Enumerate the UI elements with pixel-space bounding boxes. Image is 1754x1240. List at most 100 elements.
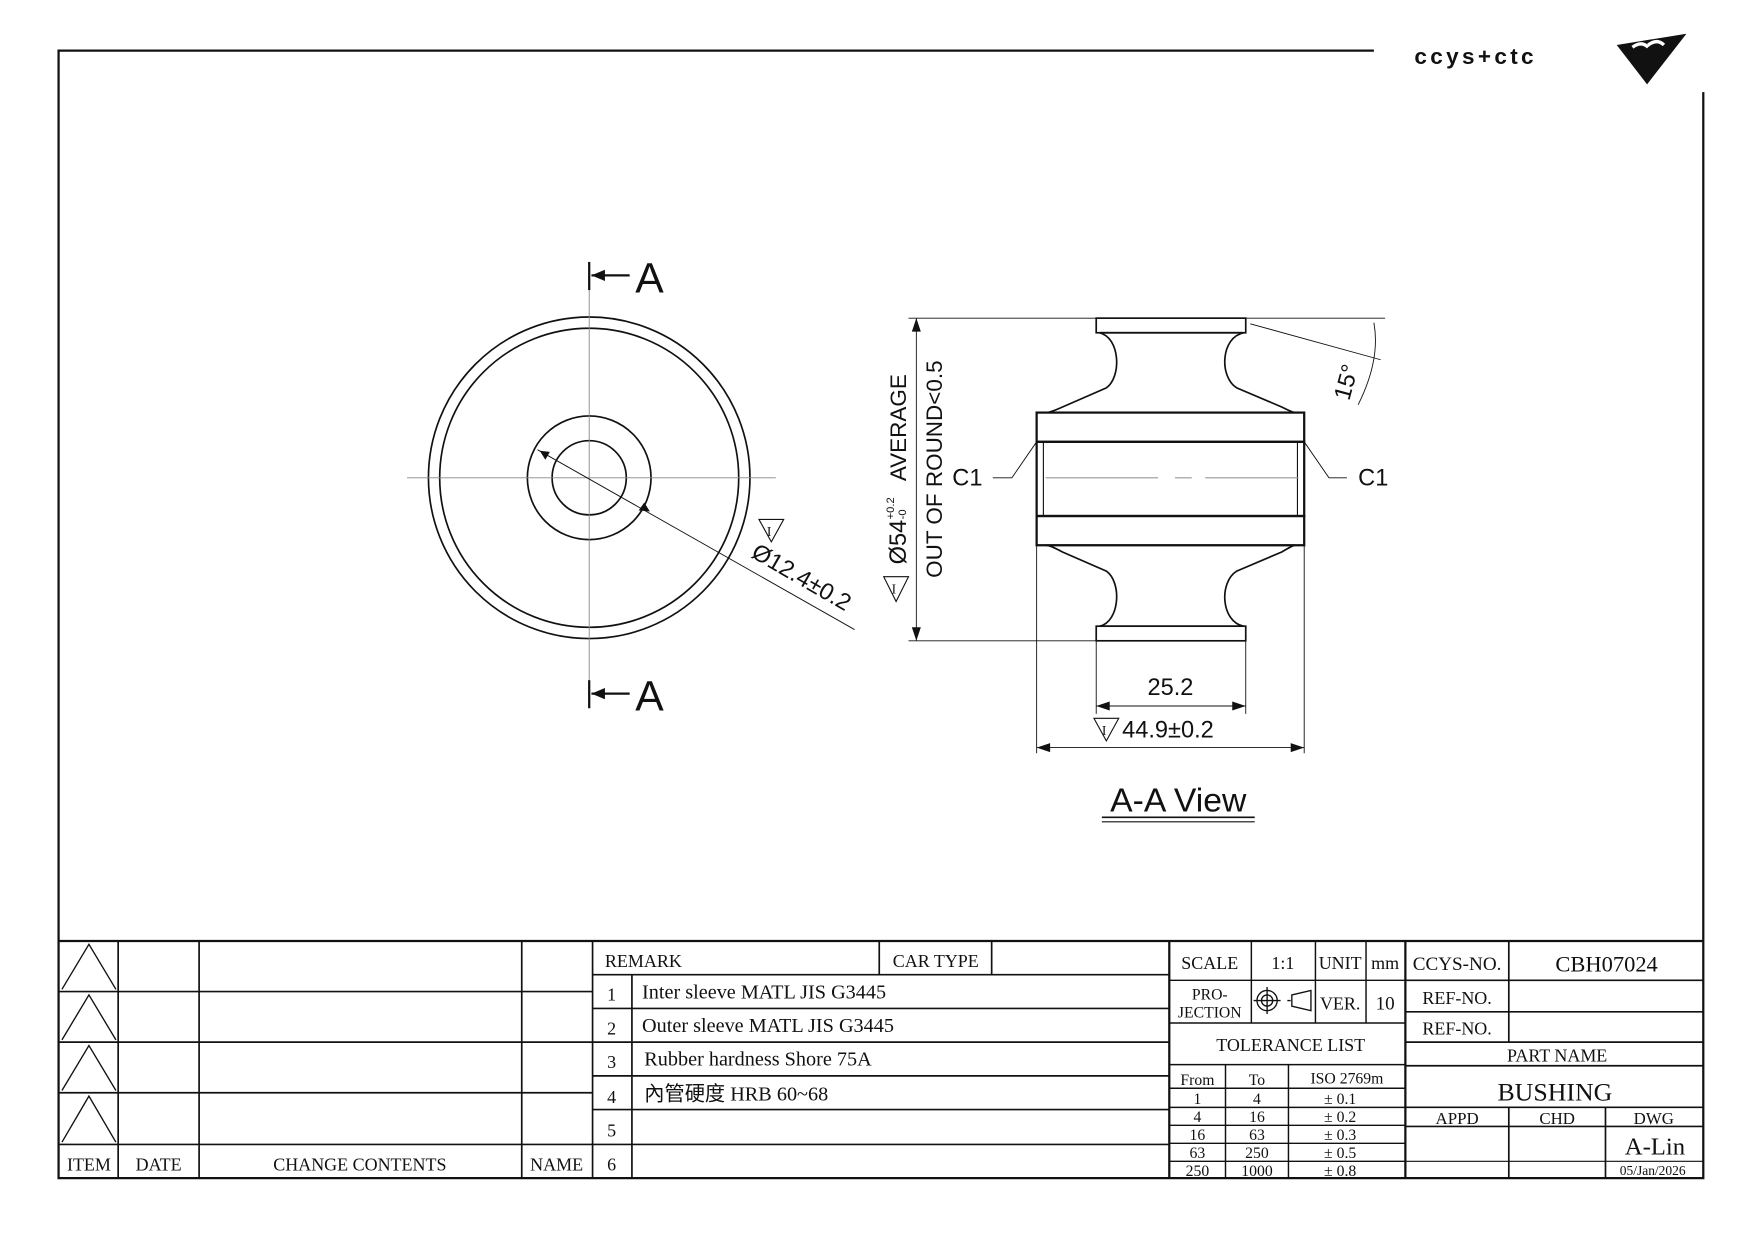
label-text: PRO-: [1192, 986, 1228, 1003]
label-text: mm: [1371, 953, 1399, 973]
label-text: 1: [607, 985, 616, 1005]
label-text: UNIT: [1319, 953, 1362, 973]
remark-rows: 1 Inter sleeve MATL JIS G3445 2 Outer sl…: [607, 981, 894, 1174]
title-block: ITEM DATE CHANGE CONTENTS NAME REMARK CA…: [58, 939, 1704, 1180]
label-text: SCALE: [1181, 953, 1238, 973]
drawing-line: OUT OF ROUND<0.5: [922, 360, 947, 577]
label-text: 63: [1190, 1145, 1206, 1162]
drawing-line: AVERAGE: [886, 374, 911, 481]
label-text: CHD: [1539, 1109, 1575, 1128]
surface-symbol: I: [758, 518, 785, 544]
drawing-line: [61, 943, 117, 1143]
label-text: 1: [1193, 1091, 1201, 1108]
drawing-line: [591, 269, 605, 282]
front-view: A A Ø12.4±0.2 I: [407, 254, 855, 720]
drawing-line: [1035, 440, 1306, 518]
section-title: A-A View: [1110, 782, 1247, 820]
drawing-line: [1035, 411, 1306, 443]
label-text: 16: [1190, 1127, 1206, 1144]
label-text: PART NAME: [1507, 1045, 1607, 1065]
label-text: DATE: [136, 1154, 182, 1174]
label-text: 4: [1193, 1109, 1201, 1126]
label-text: I: [892, 582, 897, 597]
label-text: CAR TYPE: [893, 951, 979, 971]
sheet-border: [57, 49, 1705, 1180]
label-text: REF-NO.: [1422, 1018, 1491, 1038]
label-text: 內管硬度 HRB 60~68: [644, 1083, 828, 1106]
label-text: TOLERANCE LIST: [1216, 1035, 1365, 1055]
scale-tolerance-table: [1169, 940, 1407, 1179]
drawing-line: [537, 449, 855, 630]
label-text: ± 0.5: [1324, 1145, 1356, 1162]
label-text: I: [767, 524, 772, 539]
drawing-line: [1250, 323, 1381, 361]
label-text: 4: [1253, 1091, 1261, 1108]
inner-width-dim: 25.2: [1147, 675, 1193, 701]
drawing-line: [1095, 317, 1247, 334]
label-text: CCYS-NO.: [1413, 954, 1502, 975]
label-text: ISO 2769m: [1310, 1071, 1383, 1088]
label-text: 5: [607, 1121, 616, 1141]
label-text: ± 0.8: [1324, 1163, 1356, 1180]
drawing-number: CBH07024: [1555, 951, 1657, 976]
company-logo: ccys+ctc: [1414, 33, 1687, 85]
label-text: 10: [1376, 994, 1395, 1015]
label-text: REF-NO.: [1422, 988, 1491, 1008]
label-text: 2: [607, 1018, 616, 1038]
section-marker-bottom: A: [588, 672, 664, 720]
label-text: NAME: [530, 1154, 583, 1174]
label-text: 1:1: [1271, 953, 1294, 973]
label-text: 05/Jan/2026: [1620, 1163, 1686, 1178]
total-width-dim: 44.9±0.2: [1122, 717, 1214, 743]
label-text: ccys+ctc: [1414, 44, 1537, 69]
chamfer-left: C1: [952, 466, 982, 492]
drawing-line: [1093, 717, 1120, 743]
label-text: ITEM: [67, 1154, 111, 1174]
label-text: +0.2: [885, 497, 897, 519]
label-text: REMARK: [605, 951, 682, 971]
drawing-line: [992, 441, 1038, 479]
label-text: ± 0.1: [1324, 1091, 1356, 1108]
drawing-line: [1095, 625, 1247, 642]
drawing-line: [1303, 441, 1347, 479]
label-text: ± 0.2: [1324, 1109, 1356, 1126]
od-dim: Ø54: [886, 520, 912, 565]
label-text: VER.: [1320, 994, 1360, 1014]
label-text: 250: [1186, 1163, 1210, 1180]
drawing-line: Ø54 +0.2 -0: [885, 497, 912, 564]
label-text: 6: [607, 1154, 616, 1174]
label-text: APPD: [1436, 1109, 1479, 1128]
drawing-line: 15°: [1330, 362, 1364, 403]
tolerance-rows: 1 4 ± 0.1 4 16 ± 0.2 16 63 ± 0.3 63 250 …: [1186, 1091, 1357, 1180]
label-text: 1000: [1241, 1163, 1273, 1180]
label-text: 3: [607, 1052, 616, 1072]
label-text: Inter sleeve MATL JIS G3445: [642, 981, 886, 1003]
label-text: 63: [1249, 1127, 1265, 1144]
label-text: 16: [1249, 1109, 1265, 1126]
label-text: DWG: [1634, 1109, 1674, 1128]
label-text: A-Lin: [1625, 1134, 1685, 1161]
label-text: AVERAGE: [886, 374, 911, 481]
projection-symbol-icon: [1253, 987, 1312, 1015]
label-text: -0: [897, 509, 909, 519]
label-text: I: [1102, 723, 1107, 738]
chamfer-right: C1: [1358, 466, 1388, 492]
revision-table: [58, 940, 594, 1179]
label-text: To: [1249, 1072, 1266, 1089]
label-text: 4: [607, 1087, 616, 1107]
section-view: Ø54 +0.2 -0 AVERAGE OUT OF ROUND<0.5 I C…: [882, 317, 1388, 823]
part-info-table: [1405, 940, 1704, 1179]
part-name: BUSHING: [1497, 1078, 1612, 1107]
label-text: A: [635, 254, 664, 302]
drawing-line: [758, 518, 785, 544]
label-text: ± 0.3: [1324, 1127, 1356, 1144]
label-text: A: [635, 672, 664, 720]
drawing-line: [591, 688, 605, 700]
drawing-line: [1357, 322, 1376, 405]
drawing-line: [1631, 39, 1666, 49]
label-text: 250: [1245, 1145, 1269, 1162]
label-text: Outer sleeve MATL JIS G3445: [642, 1015, 894, 1037]
drawing-line: [1045, 331, 1296, 414]
drawing-line: [1045, 544, 1296, 628]
